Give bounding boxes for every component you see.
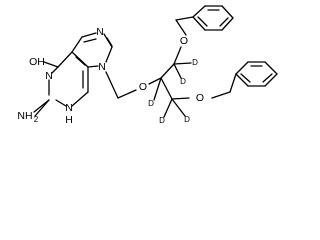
ether-oxygen-top: O [180, 35, 188, 47]
bond-ch2-phenyl-top [175, 16, 194, 21]
bond-ch-cd2bottom [160, 77, 173, 100]
deuterium-label-3: D [148, 99, 154, 108]
amine-subscript: 2 [34, 115, 39, 124]
bond-o-ch2-top [175, 19, 187, 36]
bond-cd2bottom-o [171, 97, 190, 100]
bond-ch2-phenyl-bottom [229, 73, 237, 93]
bond-c4-n3 [71, 91, 89, 107]
bond-n3-c2 [55, 99, 67, 107]
amine-label: NH [17, 110, 32, 122]
deuterium-label-2: D [180, 77, 186, 86]
ring-n7-label: N [96, 26, 104, 38]
bond-c8a-n7-double [83, 38, 97, 43]
bond-c2-nh2-b [34, 99, 50, 117]
bond-cd2top-d2 [173, 63, 182, 79]
phenyl-ring-bottom [235, 61, 278, 87]
bond-cd2top-d1 [173, 62, 192, 65]
ring-nh-h-label: H [65, 114, 73, 126]
bond-n1-c6 [51, 66, 59, 74]
deuterium-label-1: D [192, 58, 198, 67]
bond-c5-c8a [71, 36, 83, 53]
bond-c8a-n7 [81, 32, 97, 38]
ring-nh-n-label: N [65, 102, 73, 114]
bond-cd2top-o [173, 46, 182, 65]
ether-oxygen-bottom: O [196, 92, 204, 104]
bond-ch-cd2top [160, 63, 175, 79]
bond-c8-double [106, 37, 113, 47]
ring-n9-label: N [98, 61, 106, 73]
bond-ch2-o [117, 89, 137, 99]
bond-c8-n9 [105, 46, 113, 63]
bond-n9-ch2 [105, 71, 119, 99]
purine-core-bonds [48, 32, 113, 107]
ring-n1-label: N [45, 70, 53, 82]
ether-oxygen-ring: O [139, 81, 147, 93]
deuterium-label-4: D [159, 116, 165, 125]
deuterium-label-5: D [184, 115, 190, 124]
hydroxy-label: OH [29, 56, 45, 68]
bond-o-ch [148, 77, 162, 85]
bond-cd2bottom-d1 [163, 98, 173, 118]
bond-c6-oh [43, 61, 59, 68]
bond-c5-c4-double [75, 56, 86, 66]
bond-cd2bottom-d2 [171, 98, 186, 117]
bond-ch-d [153, 77, 162, 101]
bond-c6-c5 [57, 51, 73, 68]
bond-o-ch2-bottom [211, 91, 231, 99]
chemical-structure-diagram: OH N N N N H NH 2 O O O D D D D D [17, 5, 278, 126]
bond-n9-c4 [87, 65, 99, 68]
phenyl-ring-top [192, 5, 234, 31]
